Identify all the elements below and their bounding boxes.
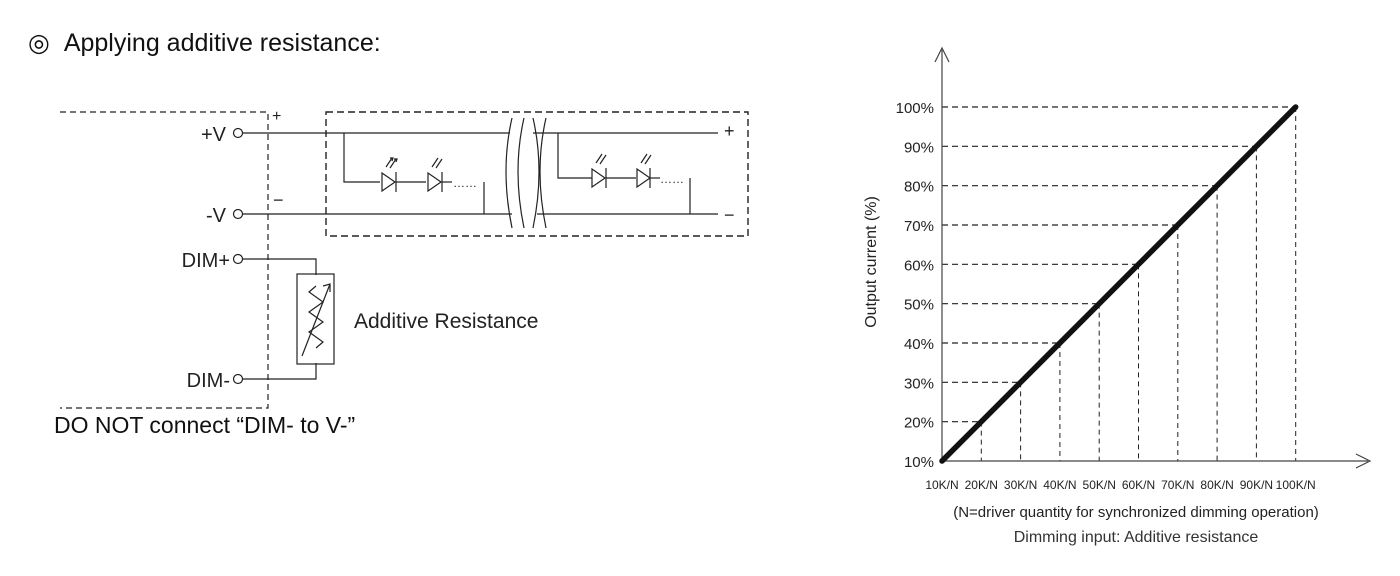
output-current-line: [939, 104, 1299, 464]
y-tick-label: 80%: [904, 179, 934, 196]
y-axis-arrow: [934, 46, 950, 63]
driver-box-outline: [60, 111, 269, 409]
led-minus-mark: −: [724, 205, 735, 225]
led-symbol-1: [381, 157, 398, 193]
chart-guides: [942, 106, 1297, 461]
y-tick-label: 100%: [896, 100, 934, 117]
dimminus-label: DIM-: [187, 370, 230, 392]
led-continue-2: ……: [660, 172, 684, 186]
y-tick-label: 60%: [904, 257, 934, 274]
led-continue-1: ……: [453, 176, 477, 190]
chart-series: [939, 104, 1299, 464]
y-tick-label: 50%: [904, 297, 934, 314]
led-plus-mark: +: [724, 121, 735, 141]
wiring-diagram: +V -V DIM+ DIM- + − + − …… …… Additive R…: [60, 108, 749, 409]
led-symbol-2: [427, 157, 443, 193]
x-tick-labels: 10K/N 20K/N 30K/N 40K/N 50K/N 60K/N 70K/N 80K/N…: [925, 478, 1315, 492]
y-axis-label: Output current (%): [863, 196, 880, 328]
y-tick-label: 10%: [904, 454, 934, 471]
y-tick-labels: 10% 20% 30% 40% 50% 60% 70% 80% 90% 100%: [896, 100, 934, 471]
y-tick-label: 90%: [904, 139, 934, 156]
heading-text: Applying additive resistance:: [63, 29, 381, 57]
double-circle-icon: ◎: [28, 29, 50, 57]
x-tick-label: 40K/N: [1043, 478, 1076, 492]
y-tick-label: 20%: [904, 415, 934, 432]
resistor-label: Additive Resistance: [354, 310, 538, 333]
x-axis-note: (N=driver quantity for synchronized dimm…: [953, 504, 1319, 521]
x-tick-label: 60K/N: [1122, 478, 1155, 492]
dimming-chart: 10% 20% 30% 40% 50% 60% 70% 80% 90% 100% 10K/N 20K…: [863, 46, 1372, 546]
x-tick-label: 70K/N: [1161, 478, 1194, 492]
chart-axes: [934, 46, 1372, 469]
led-symbol-4: [636, 153, 652, 189]
heading: ◎ Applying additive resistance:: [28, 28, 381, 58]
x-tick-label: 50K/N: [1083, 478, 1116, 492]
led-symbol-3: [591, 153, 607, 189]
x-tick-label: 20K/N: [965, 478, 998, 492]
x-axis-arrow: [1355, 453, 1372, 469]
vminus-label: -V: [206, 205, 227, 227]
x-axis-label: Dimming input: Additive resistance: [1014, 529, 1259, 546]
x-tick-label: 10K/N: [925, 478, 958, 492]
variable-resistor-symbol: [296, 273, 335, 365]
dimplus-terminal: [232, 253, 244, 265]
driver-minus-mark: −: [273, 190, 284, 210]
led-module-box: [325, 111, 749, 237]
x-tick-label: 80K/N: [1200, 478, 1233, 492]
y-tick-label: 30%: [904, 375, 934, 392]
vplus-label: +V: [201, 124, 227, 146]
x-tick-label: 90K/N: [1240, 478, 1273, 492]
vminus-terminal: [232, 208, 244, 220]
dimminus-terminal: [232, 373, 244, 385]
x-tick-label: 30K/N: [1004, 478, 1037, 492]
x-tick-label: 100K/N: [1276, 478, 1316, 492]
y-tick-label: 40%: [904, 336, 934, 353]
dimplus-label: DIM+: [182, 250, 230, 272]
y-tick-label: 70%: [904, 218, 934, 235]
warning-text: DO NOT connect “DIM- to V-”: [54, 412, 356, 438]
driver-plus-mark: +: [272, 108, 281, 125]
vplus-terminal: [232, 127, 244, 139]
